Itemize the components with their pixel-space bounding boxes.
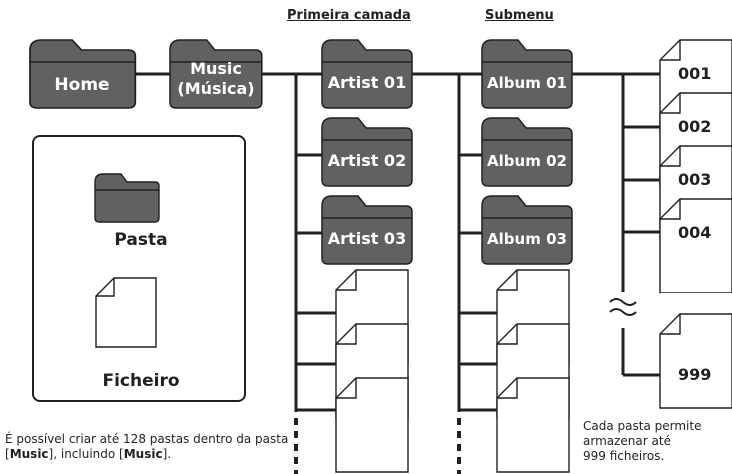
file-stack-numbered <box>659 39 732 409</box>
note-file-limit: Cada pasta permite armazenar até 999 fic… <box>583 419 701 464</box>
file-004-label: 004 <box>678 223 711 242</box>
folder-artist-03-label: Artist 03 <box>328 229 406 248</box>
file-icon <box>95 277 157 348</box>
album-file-stack <box>496 269 570 473</box>
folder-album-03-label: Album 03 <box>487 230 567 248</box>
folder-artist-01-label: Artist 01 <box>328 73 406 92</box>
legend-icons <box>94 173 160 348</box>
folder-artist-02-label: Artist 02 <box>328 151 406 170</box>
file-001-label: 001 <box>678 64 711 83</box>
folder-home-label: Home <box>54 75 109 95</box>
note-file-limit-line-1: Cada pasta permite <box>583 419 702 433</box>
note-folder-limit-text-2: ], incluindo [ <box>48 447 124 461</box>
folder-album-03: Album 03 <box>481 195 573 265</box>
file-003-label: 003 <box>678 170 711 189</box>
folder-music-sublabel: (Música) <box>177 79 254 98</box>
note-folder-limit-text-1: É possível criar até 128 pastas dentro d… <box>5 432 289 461</box>
folder-icon <box>94 173 160 223</box>
header-first-layer: Primeira camada <box>287 8 411 23</box>
file-999-label: 999 <box>678 365 711 384</box>
folder-album-01-label: Album 01 <box>487 74 567 92</box>
header-submenu: Submenu <box>485 8 554 23</box>
continuation-dashes <box>294 418 461 474</box>
folder-album-02-label: Album 02 <box>487 152 567 170</box>
folder-home: Home <box>29 39 137 109</box>
break-symbol <box>609 298 637 316</box>
file-002-label: 002 <box>678 117 711 136</box>
note-folder-limit-bold-2: Music <box>123 447 163 461</box>
folder-album-02: Album 02 <box>481 117 573 187</box>
folder-artist-02: Artist 02 <box>321 117 413 187</box>
tree-connectors <box>135 72 660 412</box>
artist-file-stack <box>335 269 409 473</box>
folder-music-label: Music <box>190 59 242 78</box>
legend-file-label: Ficheiro <box>102 371 180 391</box>
note-file-limit-line-3: 999 ficheiros. <box>583 449 665 463</box>
folder-album-01: Album 01 <box>481 39 573 109</box>
note-file-limit-line-2: armazenar até <box>583 434 671 448</box>
folder-artist-03: Artist 03 <box>321 195 413 265</box>
legend-folder-label: Pasta <box>114 230 168 250</box>
note-folder-limit: É possível criar até 128 pastas dentro d… <box>5 432 297 462</box>
folder-music: Music (Música) <box>169 39 263 109</box>
note-folder-limit-text-3: ]. <box>162 447 172 461</box>
folder-artist-01: Artist 01 <box>321 39 413 109</box>
legend-box: Pasta Ficheiro <box>32 135 246 402</box>
note-folder-limit-bold-1: Music <box>9 447 49 461</box>
